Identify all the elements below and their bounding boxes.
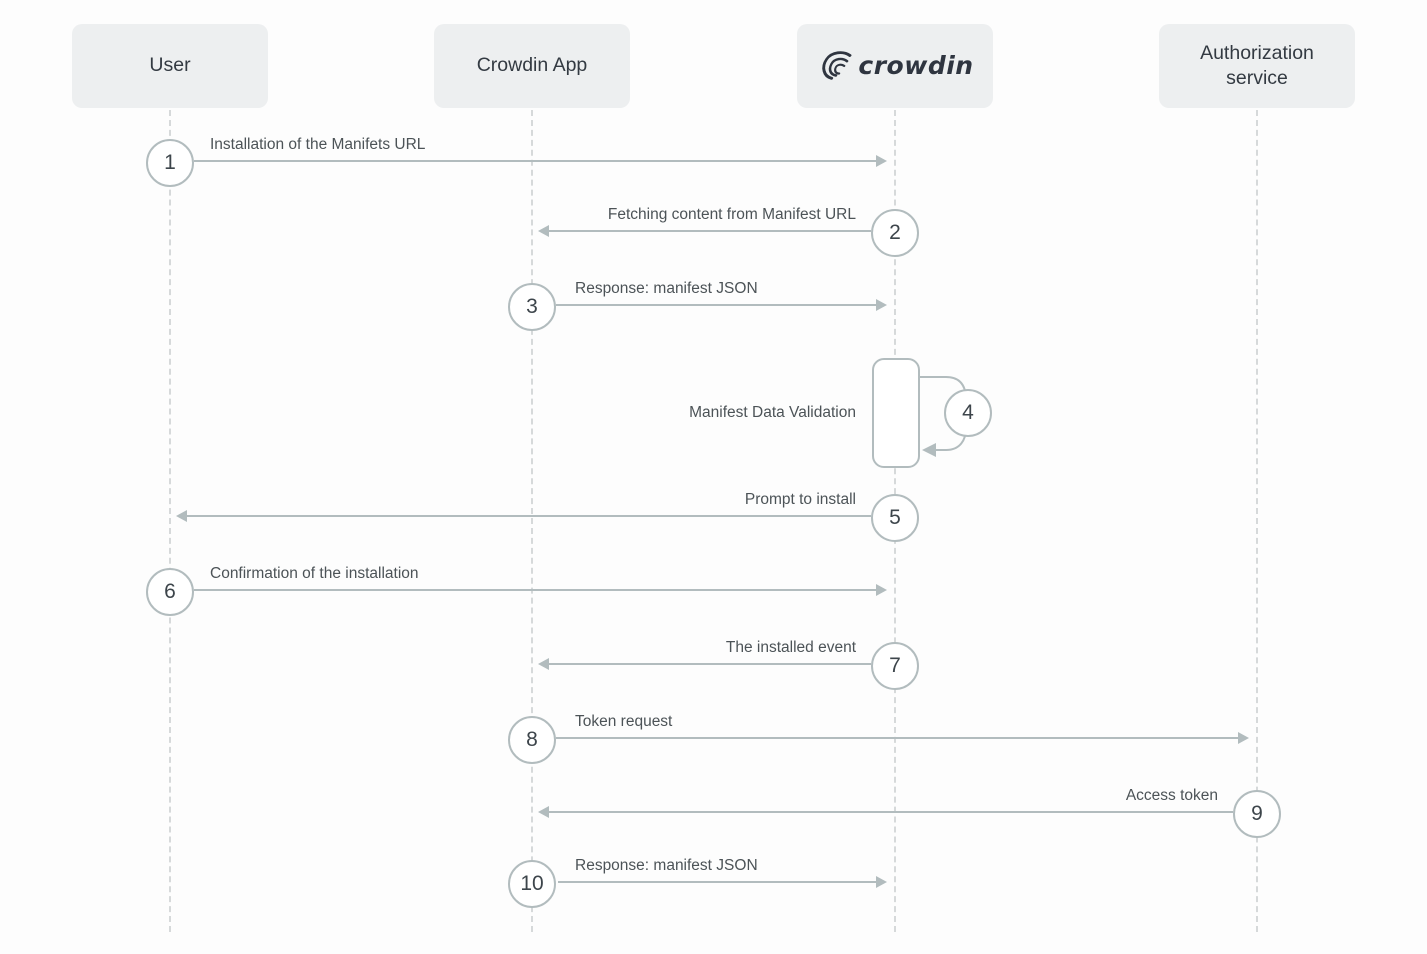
actor-authorization-service-label: Authorization service: [1200, 41, 1314, 89]
crowdin-wordmark: crowdin: [858, 50, 974, 80]
message-1-arrowhead: [876, 155, 887, 167]
message-9-arrowhead: [538, 806, 549, 818]
actor-user-label: User: [149, 54, 191, 77]
message-2-arrowhead: [538, 225, 549, 237]
message-7-step: 7: [871, 642, 919, 690]
message-2-line: [549, 230, 871, 232]
message-5-arrowhead: [176, 510, 187, 522]
message-2-step: 2: [871, 209, 919, 257]
actor-authorization-service: Authorization service: [1159, 24, 1355, 108]
message-1-step: 1: [146, 139, 194, 187]
message-7-label: The installed event: [725, 639, 856, 656]
message-4-label: Manifest Data Validation: [689, 404, 856, 421]
message-9-label: Access token: [1125, 787, 1218, 804]
message-8-line: [556, 737, 1238, 739]
message-5-label: Prompt to install: [744, 491, 856, 508]
message-9-step: 9: [1233, 790, 1281, 838]
message-6-step: 6: [146, 568, 194, 616]
message-10-arrowhead: [876, 876, 887, 888]
lifeline-crowdin-app: [531, 110, 533, 932]
message-7-arrowhead: [538, 658, 549, 670]
message-6-line: [194, 589, 876, 591]
message-1-line: [194, 160, 876, 162]
actor-user: User: [72, 24, 268, 108]
message-3-label: Response: manifest JSON: [575, 280, 758, 297]
message-4-activation-bar: [872, 358, 920, 468]
message-4-step: 4: [944, 389, 992, 437]
message-5-step: 5: [871, 494, 919, 542]
message-7-line: [549, 663, 871, 665]
message-10-line: [558, 881, 876, 883]
message-6-arrowhead: [876, 584, 887, 596]
message-3-step: 3: [508, 283, 556, 331]
message-6-label: Confirmation of the installation: [210, 565, 419, 582]
crowdin-logo-icon: [822, 51, 852, 80]
message-3-line: [556, 304, 876, 306]
message-8-arrowhead: [1238, 732, 1249, 744]
message-5-line: [187, 515, 871, 517]
message-9-line: [549, 811, 1233, 813]
message-3-arrowhead: [876, 299, 887, 311]
message-2-label: Fetching content from Manifest URL: [607, 206, 856, 223]
message-10-step: 10: [508, 860, 556, 908]
actor-crowdin-app-label: Crowdin App: [476, 54, 588, 77]
lifeline-user: [169, 110, 171, 932]
actor-crowdin: crowdin: [797, 24, 993, 108]
actor-crowdin-app: Crowdin App: [434, 24, 630, 108]
crowdin-logo: crowdin: [816, 48, 973, 84]
message-8-step: 8: [508, 716, 556, 764]
message-1-label: Installation of the Manifets URL: [210, 136, 426, 153]
message-10-label: Response: manifest JSON: [575, 857, 758, 874]
lifeline-authorization-service: [1256, 110, 1258, 932]
message-8-label: Token request: [575, 713, 673, 730]
